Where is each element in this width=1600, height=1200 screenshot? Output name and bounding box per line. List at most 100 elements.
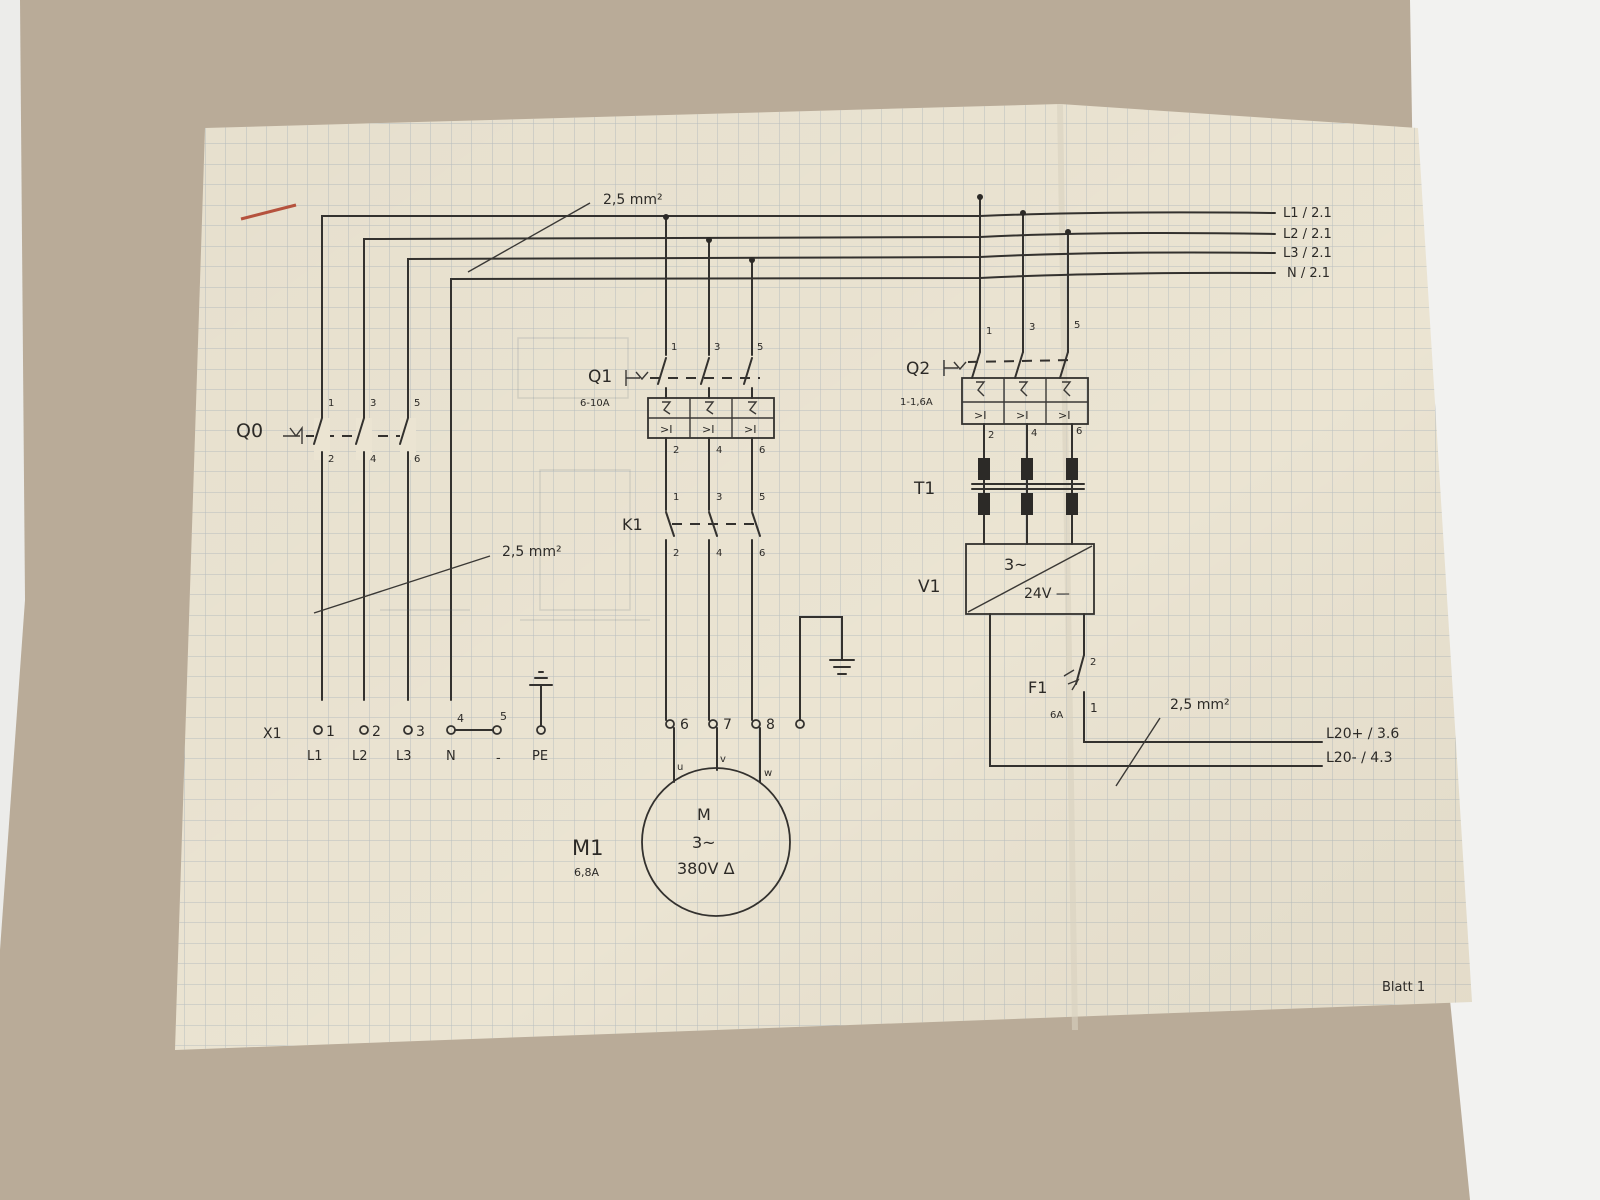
q2-term-3: 3 bbox=[1029, 322, 1035, 333]
m1-label: M1 bbox=[572, 836, 603, 860]
x1-terminal-strip: X1 1 2 3 4 5 L1 L2 L3 N - PE bbox=[263, 671, 553, 766]
f1-label: F1 bbox=[1028, 678, 1047, 697]
q2-term-6: 6 bbox=[1076, 426, 1082, 437]
t1-secondary-coil-2 bbox=[1021, 493, 1033, 515]
reverse-side-ghosting bbox=[380, 337, 650, 621]
q0-term-4: 4 bbox=[370, 454, 376, 465]
q2-term-5: 5 bbox=[1074, 320, 1080, 331]
cross-section-label-dc: 2,5 mm² bbox=[1170, 697, 1230, 713]
m1-voltage: 380V Δ bbox=[677, 859, 735, 878]
supply-bus bbox=[321, 211, 1276, 701]
x1-name-l3: L3 bbox=[396, 749, 412, 764]
q2-trip-2: >I bbox=[1016, 409, 1028, 422]
paper-shading bbox=[175, 104, 1472, 1050]
x1-terminal-2 bbox=[359, 725, 369, 735]
x1-term-6: 6 bbox=[680, 717, 689, 733]
cross-section-label-lower: 2,5 mm² bbox=[502, 544, 562, 560]
bus-l1-label: L1 / 2.1 bbox=[1283, 206, 1332, 221]
cross-section-slash-lower bbox=[313, 555, 491, 614]
v1-ac-label: 3~ bbox=[1004, 555, 1028, 574]
cross-section-label-top: 2,5 mm² bbox=[603, 192, 663, 208]
q2-trip-1: >I bbox=[974, 409, 986, 422]
v1-diagonal bbox=[967, 545, 1093, 613]
q1-term-6: 6 bbox=[759, 445, 765, 456]
t1-primary-coil-3 bbox=[1066, 458, 1078, 480]
m1-motor: u v w M 3~ 380V Δ M1 6,8A bbox=[572, 727, 791, 917]
bus-l2-wire bbox=[363, 232, 1276, 701]
q1-term-4: 4 bbox=[716, 445, 722, 456]
m1-term-w: w bbox=[764, 768, 772, 779]
q0-handle-icon bbox=[283, 425, 303, 444]
q1-trip-2: >I bbox=[702, 423, 714, 436]
q2-handle-icon bbox=[943, 360, 967, 376]
t1-label: T1 bbox=[913, 479, 935, 499]
pe-motor-wire bbox=[799, 616, 843, 721]
x1-terminal-1 bbox=[313, 725, 323, 735]
q1-motor-breaker: 1 3 5 Q1 6-10A >I >I >I 2 4 6 bbox=[580, 214, 775, 456]
x1-term-8: 8 bbox=[766, 717, 775, 733]
x1-terminal-8 bbox=[751, 719, 761, 729]
q1-rating: 6-10A bbox=[580, 398, 610, 409]
v1-label: V1 bbox=[918, 577, 940, 597]
q2-trip-3: >I bbox=[1058, 409, 1070, 422]
q1-label: Q1 bbox=[588, 367, 612, 387]
q2-junction-l1 bbox=[977, 194, 983, 200]
q1-trip-3: >I bbox=[744, 423, 756, 436]
v1-out-neg bbox=[989, 613, 1323, 767]
x1-label: X1 bbox=[263, 726, 282, 742]
q1-term-2: 2 bbox=[673, 445, 679, 456]
output-neg-label: L20- / 4.3 bbox=[1326, 750, 1393, 766]
bus-n-wire bbox=[450, 271, 1276, 701]
k1-term-6: 6 bbox=[759, 548, 765, 559]
q1-junction-l1 bbox=[663, 214, 669, 220]
q0-term-5: 5 bbox=[414, 398, 420, 409]
q2-contact-3 bbox=[1059, 351, 1069, 379]
q0-term-3: 3 bbox=[370, 398, 376, 409]
q1-contact-2 bbox=[700, 357, 710, 385]
q2-trip-block bbox=[961, 377, 1089, 425]
m1-current: 6,8A bbox=[574, 866, 599, 879]
q1-handle-icon bbox=[625, 370, 649, 386]
x1-term-1: 1 bbox=[326, 724, 335, 740]
paper-fold bbox=[1057, 103, 1078, 1031]
k1-term-1: 1 bbox=[673, 492, 679, 503]
m1-phases: 3~ bbox=[692, 833, 716, 852]
f1-term-1: 1 bbox=[1090, 701, 1098, 715]
cross-section-slash-top bbox=[467, 202, 591, 273]
t1-primary-coil-2 bbox=[1021, 458, 1033, 480]
q2-term-1: 1 bbox=[986, 326, 992, 337]
q1-thermal-icon bbox=[662, 401, 758, 415]
f1-circuit-breaker: F1 6A 2 1 bbox=[1028, 654, 1098, 721]
v1-rectifier: V1 3~ 24V — bbox=[918, 543, 1323, 767]
x1-name-n: N bbox=[446, 749, 456, 764]
q2-term-4: 4 bbox=[1031, 428, 1037, 439]
k1-term-5: 5 bbox=[759, 492, 765, 503]
m1-motor-circle bbox=[641, 767, 791, 917]
f1-rating: 6A bbox=[1050, 710, 1063, 721]
k1-contact-3 bbox=[751, 511, 761, 537]
pe-ground-icon bbox=[529, 671, 553, 727]
q1-junction-l2 bbox=[706, 237, 712, 243]
sheet-number: Blatt 1 bbox=[1382, 980, 1425, 995]
q1-junction-l3 bbox=[749, 257, 755, 263]
x1-name-pe: PE bbox=[532, 749, 548, 764]
bus-n-label: N / 2.1 bbox=[1287, 266, 1330, 281]
t1-primary-coil-1 bbox=[978, 458, 990, 480]
bus-l3-wire bbox=[407, 251, 1276, 701]
k1-label: K1 bbox=[622, 515, 643, 534]
v1-rectifier-box bbox=[965, 543, 1095, 615]
t1-secondary-coil-1 bbox=[978, 493, 990, 515]
x1-term-3: 3 bbox=[416, 724, 425, 740]
q2-junction-l2 bbox=[1020, 210, 1026, 216]
t1-secondary-coil-3 bbox=[1066, 493, 1078, 515]
q2-rating: 1-1,6A bbox=[900, 397, 933, 408]
f1-term-2: 2 bbox=[1090, 657, 1096, 668]
q1-term-5: 5 bbox=[757, 342, 763, 353]
red-pencil-mark bbox=[240, 203, 297, 221]
v1-dc-label: 24V — bbox=[1024, 586, 1070, 602]
k1-term-4: 4 bbox=[716, 548, 722, 559]
q1-contact-1 bbox=[657, 357, 667, 385]
k1-contactor: 1 3 5 K1 2 4 6 bbox=[622, 437, 765, 721]
q1-trip-1: >I bbox=[660, 423, 672, 436]
x1-name-l1: L1 bbox=[307, 749, 323, 764]
